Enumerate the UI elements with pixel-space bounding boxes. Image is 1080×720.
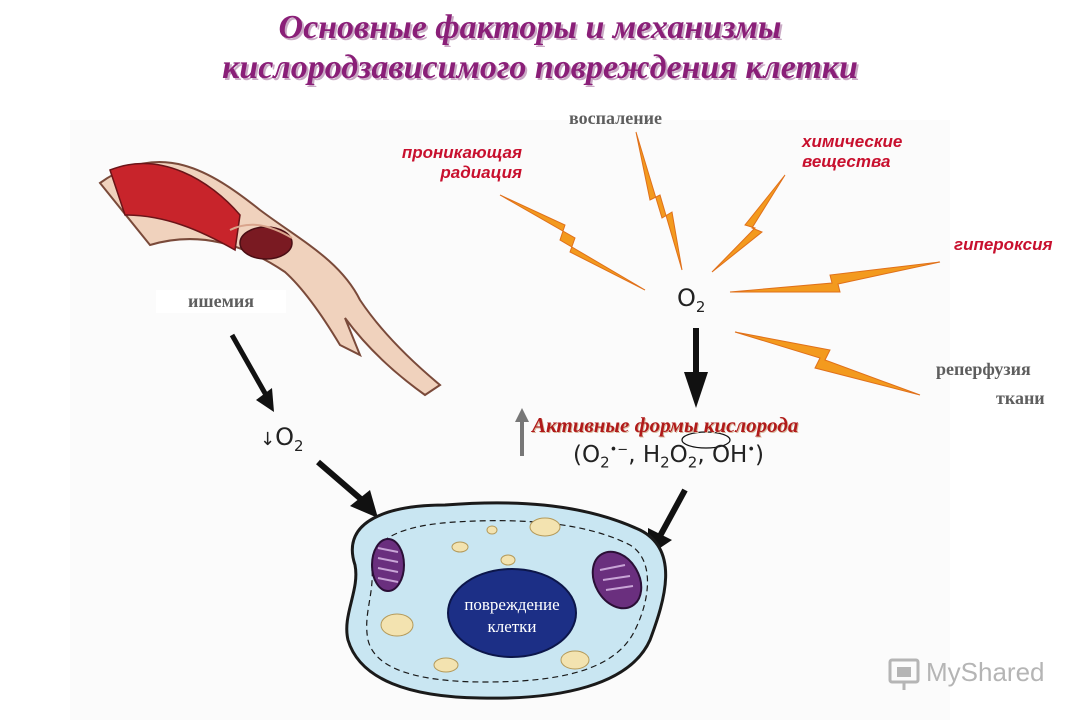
- lightning-inflammation-icon: [636, 132, 682, 270]
- label-radiation-line1: проникающая: [376, 143, 522, 163]
- label-chemicals-line2: вещества: [802, 152, 891, 172]
- label-reperfusion-line2: ткани: [996, 388, 1045, 409]
- blood-vessel-icon: [100, 162, 440, 395]
- cell-damage-label: повреждение клетки: [450, 594, 574, 638]
- o2-center-label: O2: [677, 284, 705, 316]
- lightning-reperfusion-icon: [735, 332, 920, 395]
- arrow-to-cell-left-icon: [318, 462, 378, 518]
- label-radiation-line2: радиация: [376, 163, 522, 183]
- label-hyperoxia: гипероксия: [954, 235, 1053, 255]
- arrow-o2-down-icon: [684, 328, 708, 408]
- watermark: MyShared: [926, 657, 1045, 688]
- ros-formula: (O2•−, H2O2, OH•): [573, 442, 764, 472]
- arrow-ischemia-icon: [232, 335, 274, 412]
- cell-damage-line2: клетки: [450, 616, 574, 638]
- active-oxygen-label: Активные формы кислорода: [532, 413, 798, 438]
- label-chemicals-line1: химические: [802, 132, 902, 152]
- mitochondrion-left-icon: [372, 539, 404, 591]
- lightning-hyperoxia-icon: [730, 262, 940, 292]
- lightning-chemicals-icon: [712, 175, 785, 272]
- increase-arrow-icon: [515, 408, 529, 456]
- label-ischemia: ишемия: [156, 290, 286, 313]
- lightning-radiation-icon: [500, 195, 645, 290]
- label-reperfusion-line1: реперфузия: [936, 359, 1031, 380]
- myshared-logo-icon: [890, 660, 918, 690]
- cell-damage-line1: повреждение: [450, 594, 574, 616]
- o2-low-label: ↓O2: [260, 423, 304, 455]
- label-inflammation: воспаление: [569, 108, 662, 129]
